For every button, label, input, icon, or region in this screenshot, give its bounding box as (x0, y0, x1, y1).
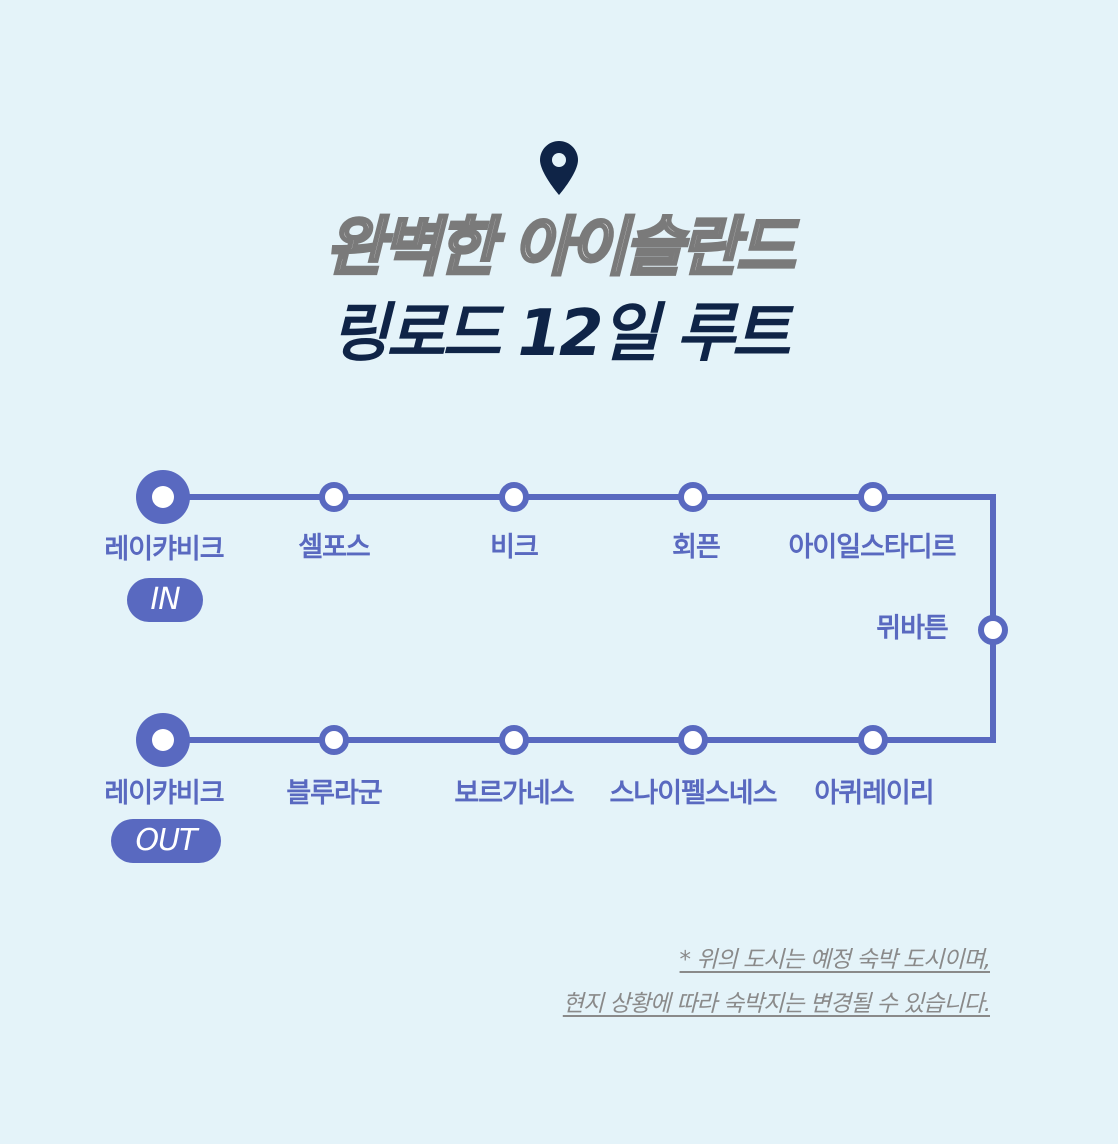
route-stop-start (136, 470, 190, 524)
route-stop-myvatn (978, 615, 1008, 645)
stop-label-reykjavik-in: 레이캬비크 (104, 534, 224, 565)
stop-label-egilsstadir: 아이일스타디르 (788, 532, 957, 563)
route-stop-hofn (678, 482, 708, 512)
stop-label-reykjavik-out: 레이캬비크 (104, 778, 224, 809)
badge-in: IN (127, 578, 203, 622)
title-line-1: 완벽한 아이슬란드 (324, 210, 796, 287)
route-stop-selfoss (319, 482, 349, 512)
route-stop-end (136, 713, 190, 767)
route-stop-akureyri (858, 725, 888, 755)
route-stop-blue-lagoon (319, 725, 349, 755)
stop-label-vik: 비크 (490, 532, 539, 563)
stop-label-myvatn: 뮈바튼 (876, 613, 949, 644)
stop-label-akureyri: 아퀴레이리 (814, 778, 934, 809)
footnote-line-2: 현지 상황에 따라 숙박지는 변경될 수 있습니다. (562, 991, 991, 1017)
stop-label-blue-lagoon: 블루라군 (286, 778, 382, 809)
stop-label-hofn: 회픈 (672, 532, 721, 563)
route-stop-borgarnes (499, 725, 529, 755)
stop-label-snaefellsnes: 스나이펠스네스 (609, 778, 778, 809)
title-line-2: 링로드 12일 루트 (330, 297, 791, 371)
route-stop-snaefellsnes (678, 725, 708, 755)
route-stop-egilsstadir (858, 482, 888, 512)
route-stop-vik (499, 482, 529, 512)
stop-label-selfoss: 셀포스 (298, 532, 371, 563)
stop-label-borgarnes: 보르가네스 (454, 778, 574, 809)
map-pin-icon (540, 141, 578, 195)
badge-out: OUT (111, 819, 221, 863)
footnote-line-1: * 위의 도시는 예정 숙박 도시이며, (679, 947, 991, 973)
